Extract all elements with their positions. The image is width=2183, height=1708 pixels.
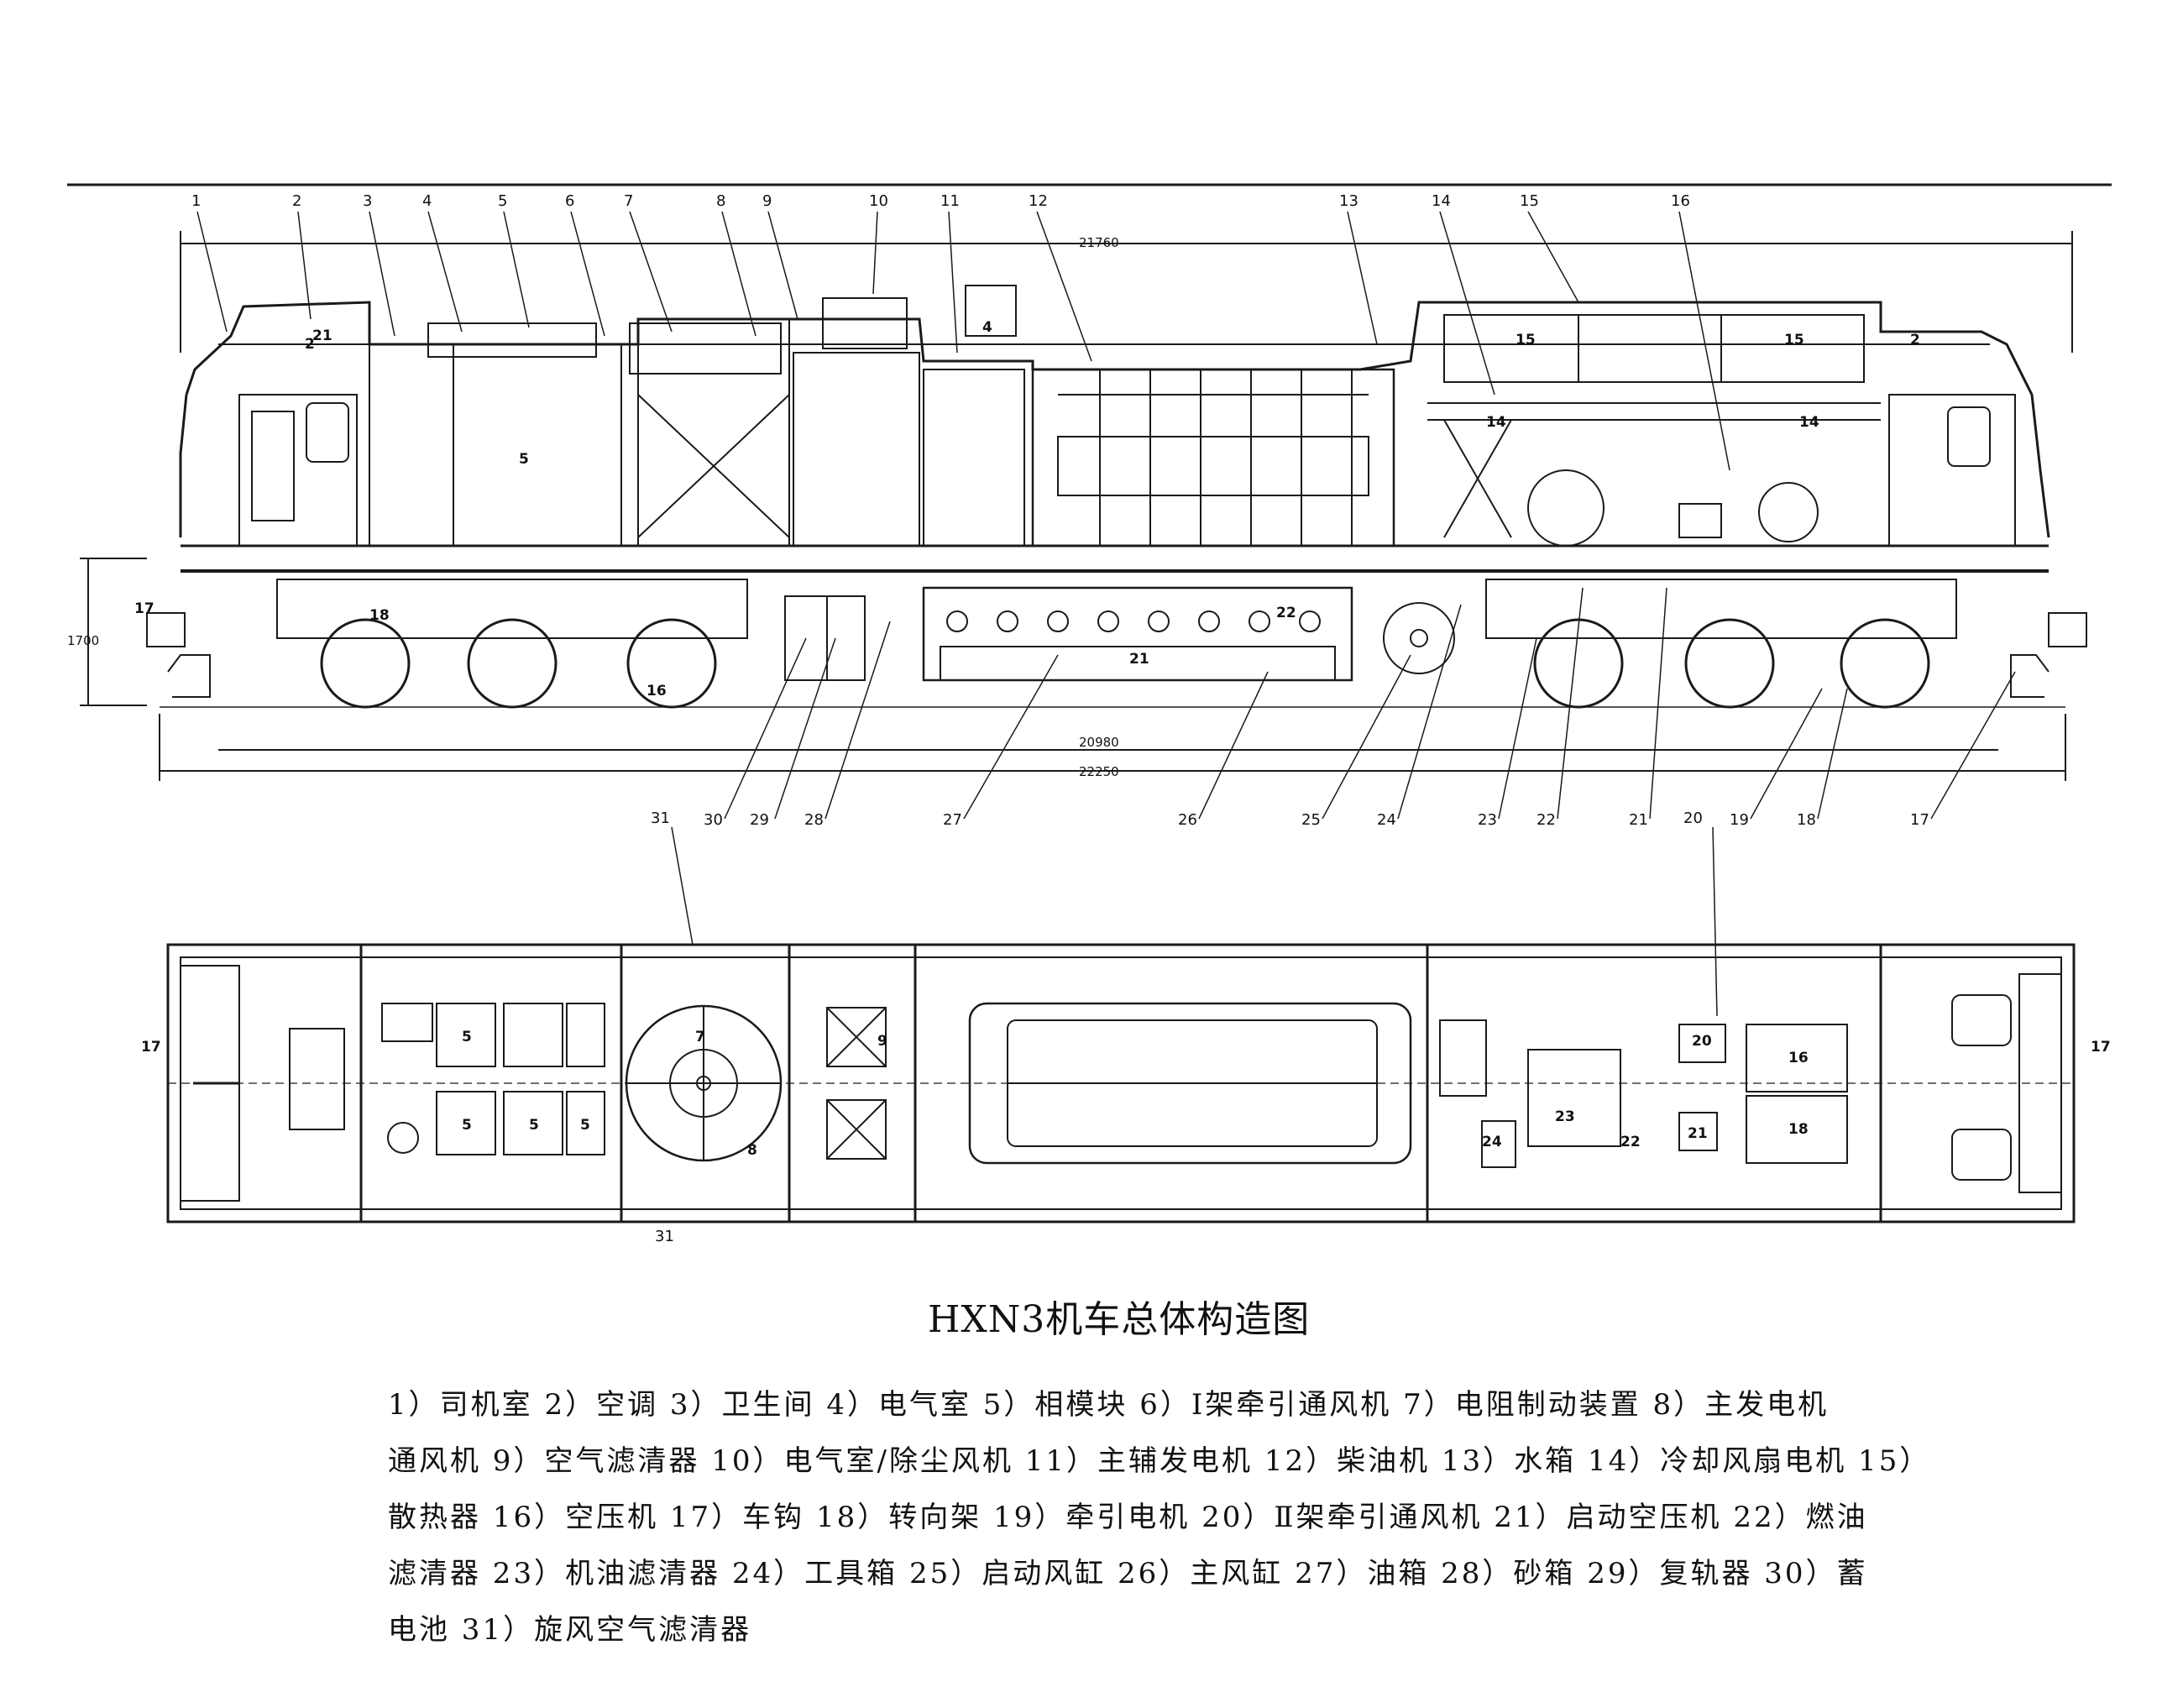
figure-caption: HXN3机车总体构造图 <box>928 1298 1311 1341</box>
side-dimensions: 21760 20980 22250 1700 <box>67 235 1119 779</box>
dimension-1700: 1700 <box>67 633 99 648</box>
plan-label-23: 23 <box>1555 1108 1575 1125</box>
side-label-2-left: 2 <box>305 336 315 353</box>
plan-label-5-c: 5 <box>529 1117 539 1134</box>
plan-inline-labels: 17 17 5 5 5 5 7 9 8 20 16 21 18 23 24 22… <box>141 1029 2111 1245</box>
plan-callout-31: 31 <box>651 809 670 827</box>
side-top-callouts: 1 2 3 4 5 6 7 8 9 10 11 12 13 14 15 16 <box>191 192 1690 210</box>
plan-label-5-b: 5 <box>462 1117 472 1134</box>
callout-29: 29 <box>750 811 769 829</box>
plan-label-21: 21 <box>1688 1125 1708 1142</box>
plan-callout-20: 20 <box>1683 809 1703 827</box>
side-elevation-view <box>67 183 2112 781</box>
plan-label-9: 9 <box>877 1033 887 1050</box>
plan-callouts: 31 20 <box>651 809 1703 827</box>
dimension-20980: 20980 <box>1079 735 1119 750</box>
side-label-5: 5 <box>519 451 529 468</box>
side-bottom-callouts: 30 29 28 27 26 25 24 23 22 21 19 18 17 <box>704 811 1929 829</box>
side-label-14-right: 14 <box>1799 414 1819 431</box>
plan-label-5-d: 5 <box>580 1117 590 1134</box>
side-label-18: 18 <box>369 607 390 624</box>
callout-18: 18 <box>1797 811 1816 829</box>
callout-30: 30 <box>704 811 723 829</box>
legend-line: 通风机 9）空气滤清器 10）电气室/除尘风机 11）主辅发电机 12）柴油机 … <box>388 1444 1931 1478</box>
callout-5: 5 <box>498 192 507 210</box>
callout-22: 22 <box>1536 811 1556 829</box>
side-label-21-tank: 21 <box>1129 651 1149 668</box>
legend-line: 1）司机室 2）空调 3）卫生间 4）电气室 5）相模块 6）Ⅰ架牵引通风机 7… <box>388 1388 1830 1422</box>
callout-2: 2 <box>292 192 301 210</box>
side-inline-labels: 21 2 5 18 16 15 15 14 14 2 22 21 4 17 <box>134 319 1920 699</box>
legend-line: 电池 31）旋风空气滤清器 <box>388 1613 752 1647</box>
callout-26: 26 <box>1178 811 1197 829</box>
plan-label-16: 16 <box>1788 1050 1809 1066</box>
callout-4: 4 <box>422 192 432 210</box>
side-callout-leaders <box>196 211 2016 820</box>
callout-19: 19 <box>1730 811 1749 829</box>
plan-label-18: 18 <box>1788 1121 1809 1138</box>
plan-label-7: 7 <box>695 1029 705 1045</box>
callout-3: 3 <box>363 192 372 210</box>
side-label-4: 4 <box>982 319 992 336</box>
legend-line: 散热器 16）空压机 17）车钩 18）转向架 19）牵引电机 20）Ⅱ架牵引通… <box>388 1501 1868 1534</box>
legend-line: 滤清器 23）机油滤清器 24）工具箱 25）启动风缸 26）主风缸 27）油箱… <box>388 1557 1868 1590</box>
callout-24: 24 <box>1377 811 1396 829</box>
callout-1: 1 <box>191 192 201 210</box>
dimension-22250: 22250 <box>1079 764 1119 779</box>
dimension-21760: 21760 <box>1079 235 1119 250</box>
plan-label-22: 22 <box>1620 1134 1641 1150</box>
side-label-15-left: 15 <box>1516 332 1536 348</box>
callout-25: 25 <box>1301 811 1321 829</box>
callout-15: 15 <box>1520 192 1539 210</box>
side-label-21: 21 <box>312 327 332 344</box>
side-label-2-right: 2 <box>1910 332 1920 348</box>
callout-16: 16 <box>1671 192 1690 210</box>
plan-label-8: 8 <box>747 1142 757 1159</box>
parts-legend: 1）司机室 2）空调 3）卫生间 4）电气室 5）相模块 6）Ⅰ架牵引通风机 7… <box>388 1377 1931 1658</box>
callout-12: 12 <box>1029 192 1048 210</box>
callout-11: 11 <box>940 192 960 210</box>
plan-label-31: 31 <box>655 1228 674 1245</box>
callout-7: 7 <box>624 192 633 210</box>
callout-6: 6 <box>565 192 574 210</box>
callout-14: 14 <box>1432 192 1451 210</box>
callout-28: 28 <box>804 811 824 829</box>
callout-10: 10 <box>869 192 888 210</box>
plan-label-24: 24 <box>1482 1134 1502 1150</box>
callout-21: 21 <box>1629 811 1648 829</box>
side-label-16: 16 <box>647 683 667 699</box>
plan-label-20: 20 <box>1692 1033 1712 1050</box>
side-label-17: 17 <box>134 600 154 617</box>
callout-27: 27 <box>943 811 962 829</box>
plan-callout-leaders <box>671 826 1718 1017</box>
callout-23: 23 <box>1478 811 1497 829</box>
callout-17: 17 <box>1910 811 1929 829</box>
callout-8: 8 <box>716 192 725 210</box>
side-label-15-right: 15 <box>1784 332 1804 348</box>
side-label-22: 22 <box>1276 605 1296 621</box>
plan-label-5-a: 5 <box>462 1029 472 1045</box>
callout-13: 13 <box>1339 192 1358 210</box>
plan-view <box>166 943 2076 1223</box>
plan-label-17-left: 17 <box>141 1039 161 1056</box>
plan-label-17-right: 17 <box>2091 1039 2111 1056</box>
callout-9: 9 <box>762 192 772 210</box>
side-label-14-left: 14 <box>1486 414 1506 431</box>
